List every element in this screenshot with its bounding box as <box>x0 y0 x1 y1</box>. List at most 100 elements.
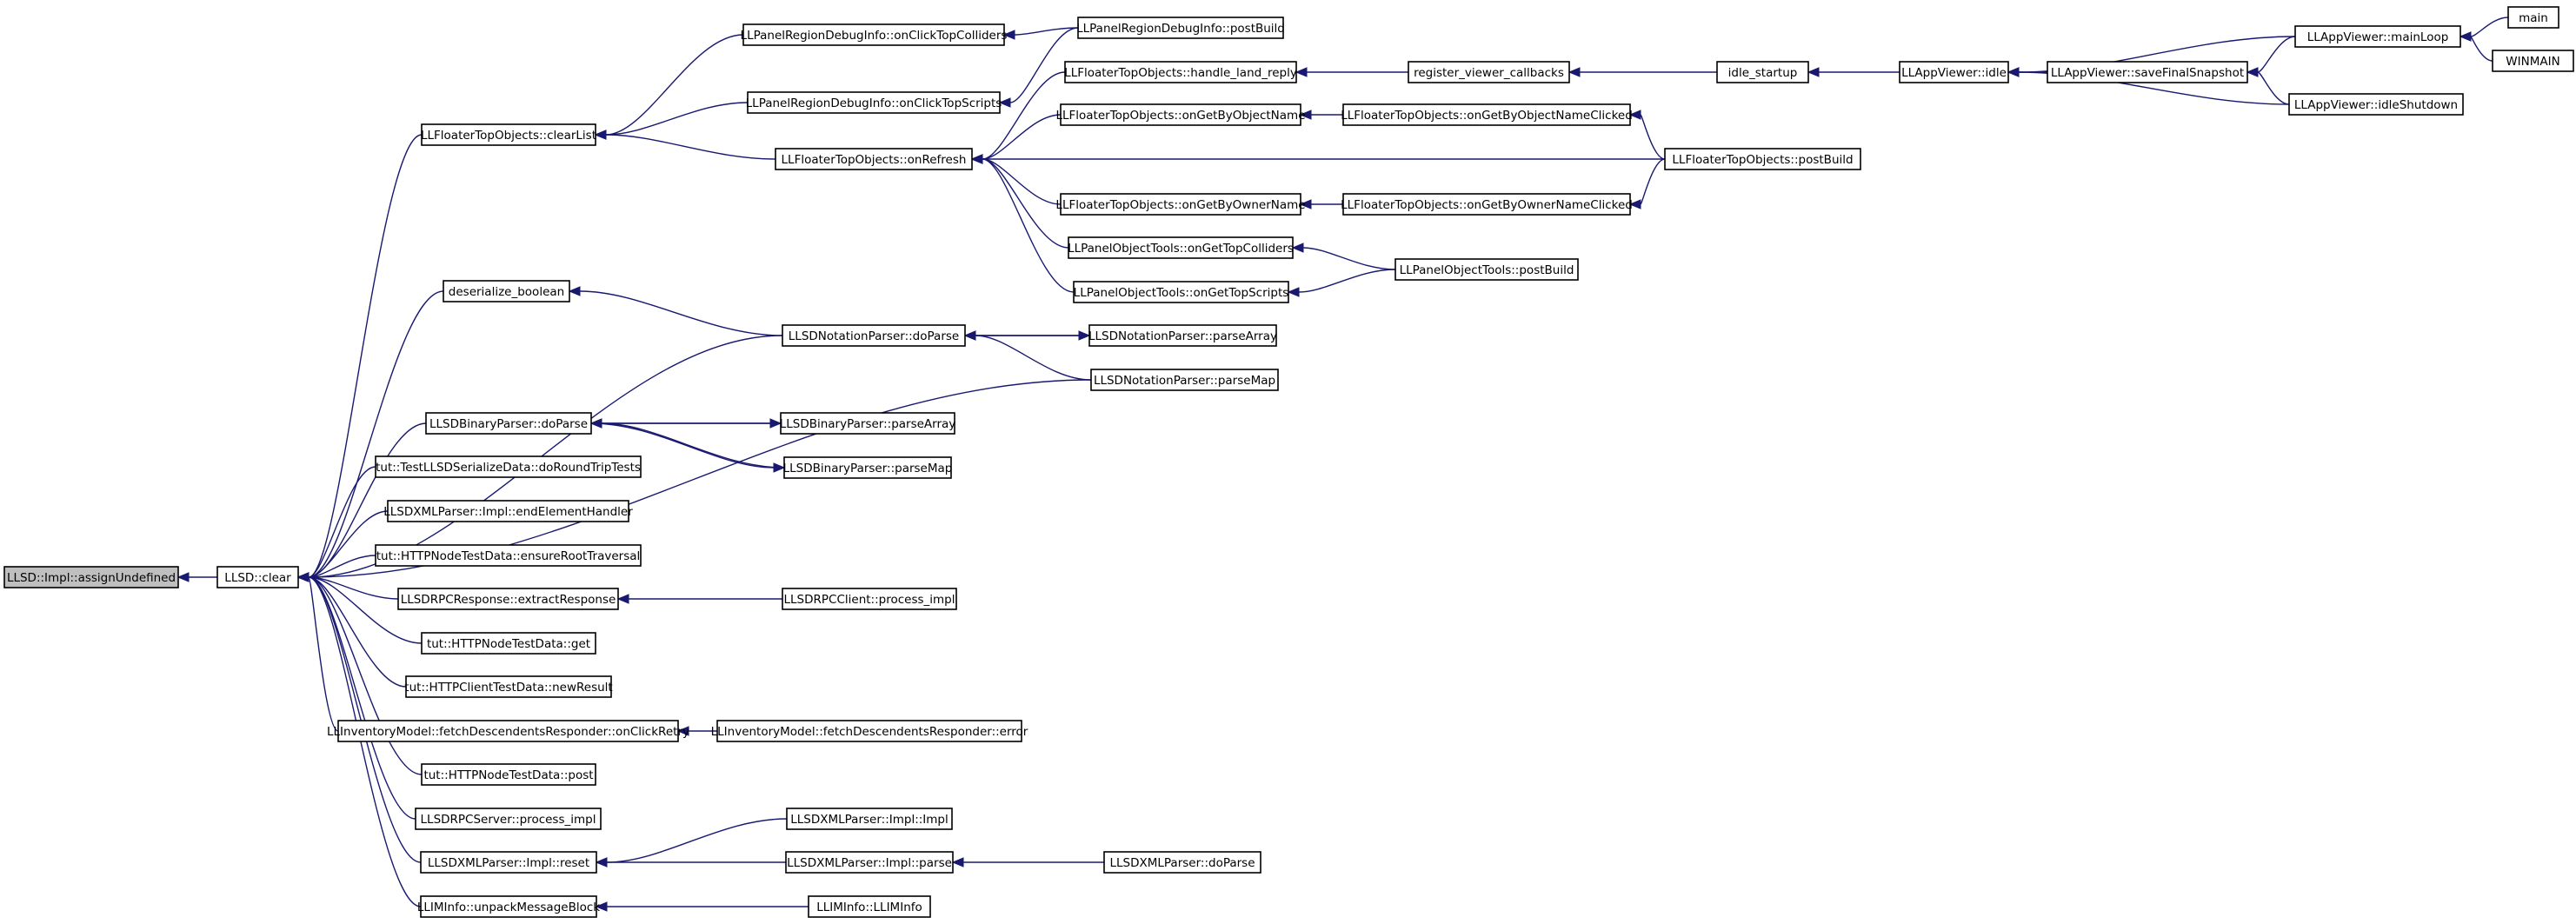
edge-line <box>308 510 389 578</box>
node-main-loop[interactable]: LLAppViewer::mainLoop <box>2294 25 2461 48</box>
node-do-round-trip[interactable]: tut::TestLLSDSerializeData::doRoundTripT… <box>375 455 642 478</box>
node-app-idle[interactable]: LLAppViewer::idle <box>1899 61 2009 83</box>
node-get-by-object-name[interactable]: LLFloaterTopObjects::onGetByObjectName <box>1055 103 1306 126</box>
node-on-refresh[interactable]: LLFloaterTopObjects::onRefresh <box>775 148 973 170</box>
node-notation-parsemap[interactable]: LLSDNotationParser::parseMap <box>1090 369 1279 391</box>
node-label: LLSD::Impl::assignUndefined <box>7 571 176 585</box>
node-idle-shutdown[interactable]: LLAppViewer::idleShutdown <box>2288 93 2464 116</box>
node-notation-parsearray[interactable]: LLSDNotationParser::parseArray <box>1088 324 1277 347</box>
node-xml-reset[interactable]: LLSDXMLParser::Impl::reset <box>420 851 597 874</box>
node-end-element[interactable]: LLSDXMLParser::Impl::endElementHandler <box>383 500 633 522</box>
node-box <box>1090 369 1279 391</box>
edge-arrowhead <box>176 572 190 582</box>
edge-line <box>975 335 1092 381</box>
node-binary-doparse[interactable]: LLSDBinaryParser::doParse <box>425 412 592 435</box>
node-rpc-client-process[interactable]: LLSDRPCClient::process_impl <box>782 588 957 610</box>
node-unpack-message[interactable]: LLIMInfo::unpackMessageBlock <box>417 895 600 918</box>
node-box <box>747 91 1001 114</box>
node-new-result[interactable]: tut::HTTPClientTestData::newResult <box>404 675 613 698</box>
node-label: tut::HTTPClientTestData::newResult <box>404 681 612 695</box>
node-winmain[interactable]: WINMAIN <box>2492 50 2574 72</box>
node-label: LLPanelObjectTools::postBuild <box>1400 263 1574 277</box>
node-get-by-owner-name[interactable]: LLFloaterTopObjects::onGetByOwnerName <box>1055 193 1306 216</box>
node-label: LLPanelRegionDebugInfo::onClickTopCollid… <box>741 29 1008 43</box>
node-responder-error[interactable]: LLInventoryModel::fetchDescendentsRespon… <box>711 720 1028 742</box>
node-label: LLFloaterTopObjects::postBuild <box>1672 153 1853 167</box>
node-node-post[interactable]: tut::HTTPNodeTestData::post <box>421 763 596 786</box>
node-box <box>3 566 179 588</box>
node-xml-doparse[interactable]: LLSDXMLParser::doParse <box>1103 851 1261 874</box>
node-object-name-clicked[interactable]: LLFloaterTopObjects::onGetByObjectNameCl… <box>1341 103 1633 126</box>
node-box <box>1073 281 1289 303</box>
node-xml-impl-ctor[interactable]: LLSDXMLParser::Impl::Impl <box>786 808 953 830</box>
node-node-get[interactable]: tut::HTTPNodeTestData::get <box>421 632 596 655</box>
node-clear[interactable]: LLSD::clear <box>216 566 299 588</box>
node-label: LLFloaterTopObjects::onGetByOwnerName <box>1055 198 1305 212</box>
node-idle-startup[interactable]: idle_startup <box>1716 61 1809 83</box>
node-box <box>443 280 570 302</box>
node-box <box>375 544 642 567</box>
node-label: deserialize_boolean <box>449 285 564 299</box>
edge-arrowhead <box>595 901 608 912</box>
node-deserialize-boolean[interactable]: deserialize_boolean <box>443 280 570 302</box>
node-notation-doparse[interactable]: LLSDNotationParser::doParse <box>782 324 966 347</box>
node-get-top-colliders[interactable]: LLPanelObjectTools::onGetTopColliders <box>1068 236 1294 259</box>
call-edge <box>970 154 1069 249</box>
node-box <box>387 500 629 522</box>
node-label: idle_startup <box>1728 66 1798 80</box>
node-label: LLSDXMLParser::Impl::parse <box>787 856 952 870</box>
edge-arrowhead <box>769 418 782 429</box>
node-label: register_viewer_callbacks <box>1414 66 1564 80</box>
node-on-click-scripts[interactable]: LLPanelRegionDebugInfo::onClickTopScript… <box>746 91 1002 114</box>
node-save-snapshot[interactable]: LLAppViewer::saveFinalSnapshot <box>2047 61 2248 83</box>
node-label: LLSDRPCServer::process_impl <box>421 813 596 827</box>
node-assign-undefined[interactable]: LLSD::Impl::assignUndefined <box>3 566 179 588</box>
call-edge <box>296 572 422 863</box>
node-box <box>2294 25 2461 48</box>
call-edge <box>1299 199 1343 209</box>
node-handle-land-reply[interactable]: LLFloaterTopObjects::handle_land_reply <box>1064 61 1297 83</box>
node-iminfo-ctor[interactable]: LLIMInfo::LLIMInfo <box>808 895 931 918</box>
edge-line <box>590 422 775 469</box>
node-region-postbuild[interactable]: LLPanelRegionDebugInfo::postBuild <box>1076 17 1285 39</box>
edge-line <box>2257 71 2290 105</box>
node-clear-list[interactable]: LLFloaterTopObjects::clearList <box>421 123 596 146</box>
node-ensure-root[interactable]: tut::HTTPNodeTestData::ensureRootTravers… <box>375 544 642 567</box>
edge-arrowhead <box>1807 67 1820 77</box>
edge-arrowhead <box>1295 67 1308 77</box>
edge-line <box>308 576 422 863</box>
node-register-callbacks[interactable]: register_viewer_callbacks <box>1408 61 1570 83</box>
node-box <box>420 851 597 874</box>
node-label: LLFloaterTopObjects::clearList <box>421 129 596 143</box>
edge-line <box>1640 158 1666 205</box>
edge-arrowhead <box>594 130 607 140</box>
call-edge <box>296 290 444 582</box>
node-label: LLPanelObjectTools::onGetTopColliders <box>1068 242 1294 256</box>
node-xml-impl-parse[interactable]: LLSDXMLParser::Impl::parse <box>785 851 954 874</box>
node-box <box>2492 50 2574 72</box>
node-top-objects-postbuild[interactable]: LLFloaterTopObjects::postBuild <box>1664 148 1861 170</box>
node-extract-response[interactable]: LLSDRPCResponse::extractResponse <box>397 588 619 610</box>
node-main[interactable]: main <box>2507 6 2559 29</box>
node-on-click-retry[interactable]: LLInventoryModel::fetchDescendentsRespon… <box>327 720 689 742</box>
call-edge <box>590 418 782 429</box>
node-binary-parsearray[interactable]: LLSDBinaryParser::parseArray <box>780 412 956 435</box>
node-owner-name-clicked[interactable]: LLFloaterTopObjects::onGetByOwnerNameCli… <box>1341 193 1633 216</box>
node-box <box>375 455 642 478</box>
node-label: tut::HTTPNodeTestData::post <box>423 768 593 782</box>
call-edge <box>568 286 783 336</box>
node-box <box>1060 103 1301 126</box>
node-box <box>337 720 679 742</box>
node-get-top-scripts[interactable]: LLPanelObjectTools::onGetTopScripts <box>1073 281 1289 303</box>
node-box <box>1068 236 1294 259</box>
node-rpc-server-process[interactable]: LLSDRPCServer::process_impl <box>415 808 602 830</box>
call-edge <box>296 572 407 688</box>
node-binary-parsemap[interactable]: LLSDBinaryParser::parseMap <box>783 456 953 479</box>
node-box <box>1716 61 1809 83</box>
node-on-click-colliders[interactable]: LLPanelRegionDebugInfo::onClickTopCollid… <box>741 23 1008 46</box>
call-edge <box>176 572 217 582</box>
node-box <box>742 23 1005 46</box>
node-object-tools-postbuild[interactable]: LLPanelObjectTools::postBuild <box>1395 258 1579 281</box>
node-label: LLAppViewer::saveFinalSnapshot <box>2051 66 2244 80</box>
